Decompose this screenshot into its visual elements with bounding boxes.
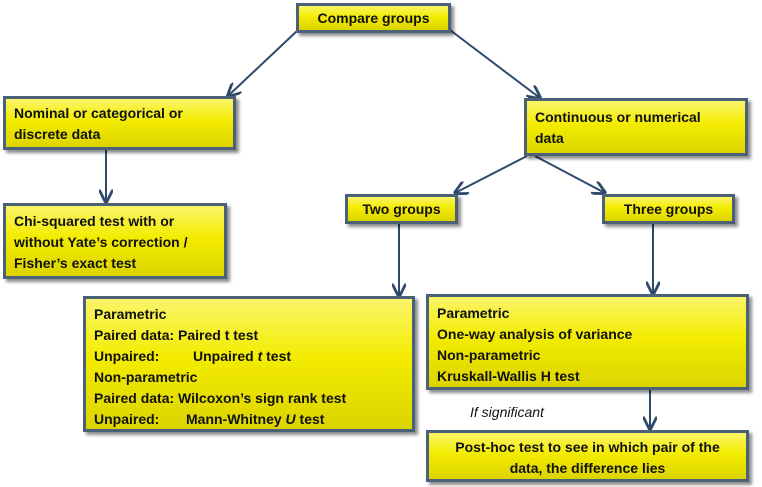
posthoc-line-2: data, the difference lies	[509, 460, 666, 476]
unpaired-np-italic: U	[285, 411, 296, 427]
arrow-continuous-to-two	[455, 155, 528, 193]
chi-line-1: Chi-squared test with or	[14, 213, 175, 229]
continuous-line-1: Continuous or numerical	[535, 109, 701, 125]
unpaired-np-label: Unpaired:	[94, 411, 160, 427]
unpaired-nonparametric-row: Unpaired: Mann-Whitney U test	[94, 409, 412, 430]
two-group-tests-node: Parametric Paired data: Paired t test Un…	[83, 296, 415, 432]
two-groups-node: Two groups	[345, 194, 458, 224]
unpaired-test-italic: t	[257, 348, 263, 364]
parametric-heading: Parametric	[94, 306, 167, 322]
chi-squared-node: Chi-squared test with or without Yate’s …	[3, 203, 227, 279]
three-line-1: Parametric	[437, 305, 510, 321]
paired-np-test: Wilcoxon’s sign rank test	[178, 390, 347, 406]
three-group-tests-node: Parametric One-way analysis of variance …	[426, 294, 749, 390]
unpaired-np-pre: Mann-Whitney	[186, 411, 286, 427]
post-hoc-node: Post-hoc test to see in which pair of th…	[426, 430, 749, 482]
chi-line-2: without Yate’s correction /	[14, 234, 188, 250]
continuous-data-node: Continuous or numerical data	[524, 98, 748, 156]
paired-label: Paired data:	[94, 327, 175, 343]
paired-parametric-row: Paired data: Paired t test	[94, 325, 412, 346]
if-significant-note: If significant	[470, 404, 544, 420]
nominal-data-node: Nominal or categorical or discrete data	[3, 96, 236, 150]
chi-line-3: Fisher’s exact test	[14, 255, 137, 271]
nominal-line-2: discrete data	[14, 126, 101, 142]
compare-groups-node: Compare groups	[296, 3, 451, 33]
posthoc-line-1: Post-hoc test to see in which pair of th…	[455, 439, 720, 455]
unpaired-np-post: test	[295, 411, 325, 427]
arrow-continuous-to-three	[534, 155, 605, 193]
unpaired-test-pre: Unpaired	[193, 348, 258, 364]
paired-nonparametric-row: Paired data: Wilcoxon’s sign rank test	[94, 388, 412, 409]
paired-test: Paired t test	[178, 327, 259, 343]
arrow-root-to-continuous	[449, 29, 540, 98]
nonparametric-heading: Non-parametric	[94, 369, 198, 385]
unpaired-label: Unpaired:	[94, 348, 160, 364]
arrow-root-to-nominal	[228, 29, 299, 96]
continuous-line-2: data	[535, 130, 564, 146]
unpaired-test-post: test	[262, 348, 292, 364]
three-line-2: One-way analysis of variance	[437, 326, 633, 342]
two-groups-label: Two groups	[362, 201, 441, 217]
three-groups-label: Three groups	[623, 201, 714, 217]
paired-np-label: Paired data:	[94, 390, 175, 406]
three-groups-node: Three groups	[602, 194, 735, 224]
unpaired-parametric-row: Unpaired: Unpaired t test	[94, 346, 412, 367]
three-line-3: Non-parametric	[437, 347, 541, 363]
nominal-line-1: Nominal or categorical or	[14, 105, 183, 121]
compare-groups-label: Compare groups	[317, 10, 430, 26]
three-line-4: Kruskall-Wallis H test	[437, 368, 580, 384]
